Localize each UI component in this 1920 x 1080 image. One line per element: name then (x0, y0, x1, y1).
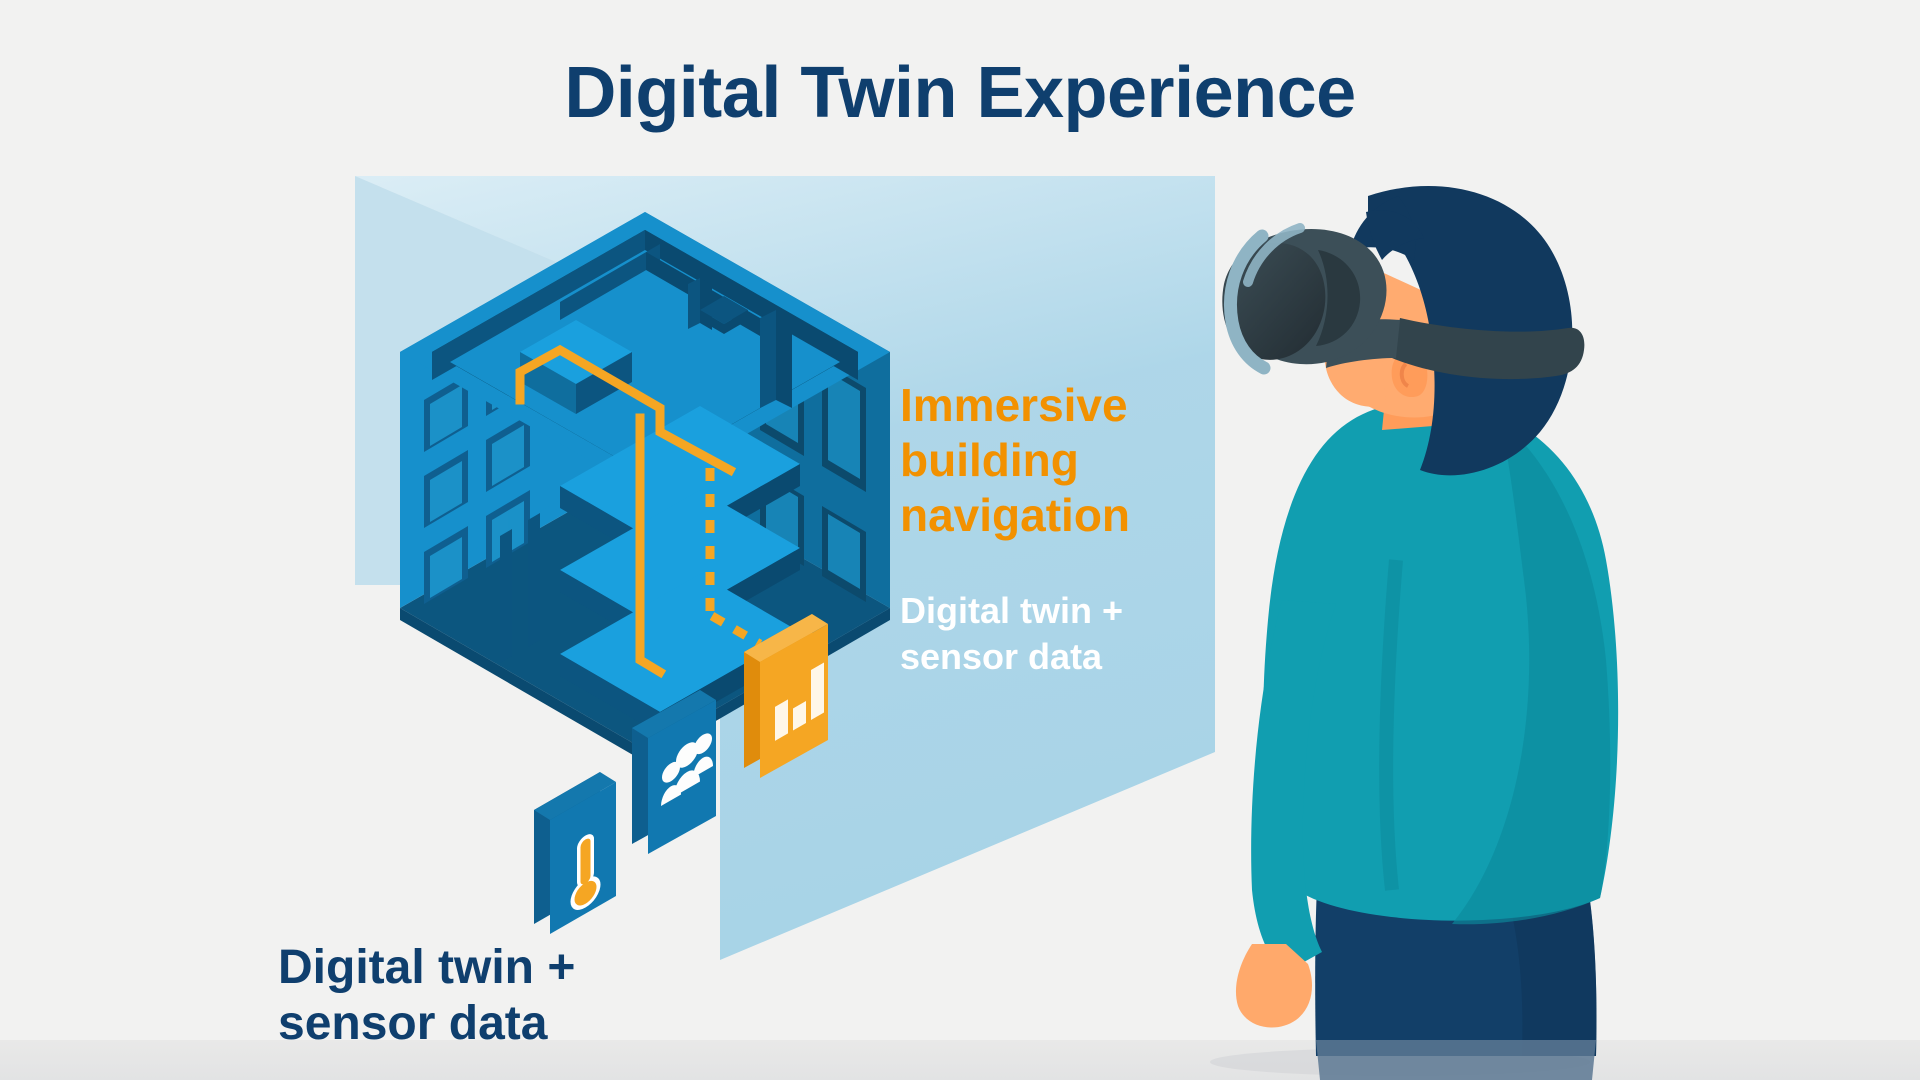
floor-slabs (560, 406, 800, 734)
badge-people (632, 690, 716, 854)
vr-headset (1222, 223, 1585, 380)
interior-partitions (520, 244, 792, 414)
arm (1251, 600, 1336, 972)
hand (1235, 944, 1312, 1028)
headset-strap (1392, 318, 1585, 380)
headset-trim (1224, 229, 1271, 375)
navigation-route-dashed (705, 468, 763, 648)
vr-user (1210, 186, 1619, 1080)
floor-band (0, 1040, 1920, 1080)
isometric-building (400, 212, 890, 762)
badge-thermometer (534, 772, 616, 934)
badge-analytics (744, 614, 828, 778)
headset-cushion (1316, 250, 1361, 346)
navigation-route (515, 344, 737, 679)
